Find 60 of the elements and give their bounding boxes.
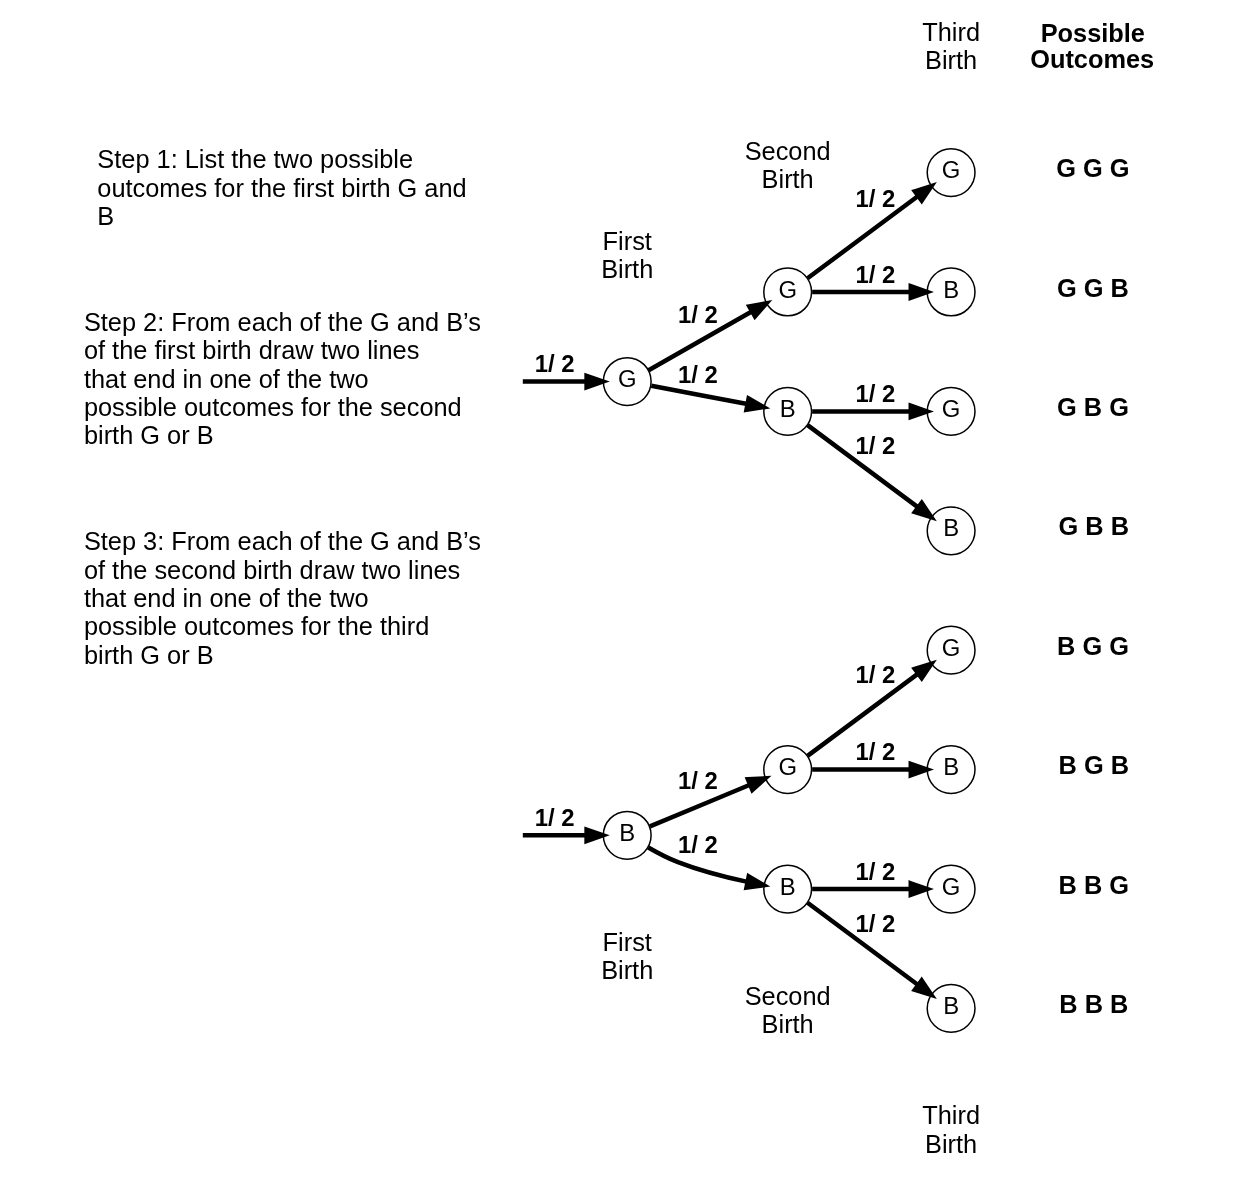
edge-label: 1/ 2 [855, 738, 896, 766]
node-label: B B B [1059, 990, 1129, 1019]
node-label: B G G [1057, 631, 1129, 660]
arrow [522, 372, 610, 391]
edge-label: 1/ 2 [677, 830, 718, 858]
edge-label: 1/ 2 [855, 910, 896, 938]
edge-label: 1/ 2 [534, 804, 575, 832]
arrow [812, 880, 934, 898]
label: Step 1: List the two possible outcomes for the first birth G and B [97, 145, 467, 230]
node-circle: G [926, 864, 976, 914]
arrow [806, 659, 937, 758]
node-label: B B G [1058, 870, 1130, 899]
arrow [806, 182, 937, 281]
label: Step 3: From each of the G and B’s of the second birth draw two lines that end in one of the two possible outcomes for the third birth G or B [83, 527, 481, 669]
label: First Birth [601, 928, 654, 985]
node-circle: B [926, 267, 976, 317]
node-circle: G [602, 356, 652, 407]
node-circle: B [602, 810, 652, 860]
node-circle: B [926, 506, 976, 556]
edge-label: 1/ 2 [534, 350, 575, 378]
label: Possible Outcomes [1030, 19, 1155, 73]
label: First Birth [601, 226, 654, 283]
label: Second Birth [744, 981, 831, 1039]
node-label: G G G [1056, 154, 1130, 183]
arrow [649, 775, 772, 829]
node-label: B G B [1058, 751, 1130, 780]
node-circle: B [926, 745, 976, 795]
edge-label: 1/ 2 [855, 432, 896, 460]
node-circle: G [926, 147, 976, 198]
label: Third Birth [922, 1101, 980, 1158]
arrow [806, 900, 937, 999]
edge-label: 1/ 2 [855, 184, 896, 212]
arrow [812, 402, 934, 421]
arrow [650, 383, 771, 413]
arrow [812, 760, 934, 779]
node-label: G B G [1057, 393, 1129, 422]
node-label: G B B [1058, 512, 1130, 541]
node-circle: G [763, 745, 813, 795]
node-circle: G [763, 267, 813, 317]
label: Step 2: From each of the G and B’s of the first birth draw two lines that end in one of the two possible outcomes for the second birth G or B [83, 307, 481, 450]
edge-label: 1/ 2 [677, 766, 718, 794]
arrow [812, 283, 934, 301]
label: Second Birth [744, 137, 831, 194]
edge-label: 1/ 2 [855, 260, 896, 288]
arrow [806, 423, 937, 522]
node-circle: B [926, 983, 976, 1034]
edge-label: 1/ 2 [677, 360, 718, 388]
node-label: G G B [1057, 273, 1129, 302]
node-circle: B [763, 864, 813, 914]
node-circle: B [763, 386, 813, 436]
edge-label: 1/ 2 [855, 380, 896, 408]
edge-label: 1/ 2 [677, 301, 718, 329]
node-circle: G [926, 386, 976, 436]
arrow [647, 845, 771, 891]
edge-label: 1/ 2 [855, 857, 896, 885]
node-circle: G [926, 625, 976, 675]
arrow [647, 299, 773, 373]
edge-label: 1/ 2 [855, 660, 896, 688]
label: Third Birth [922, 17, 980, 74]
arrow [522, 826, 610, 845]
